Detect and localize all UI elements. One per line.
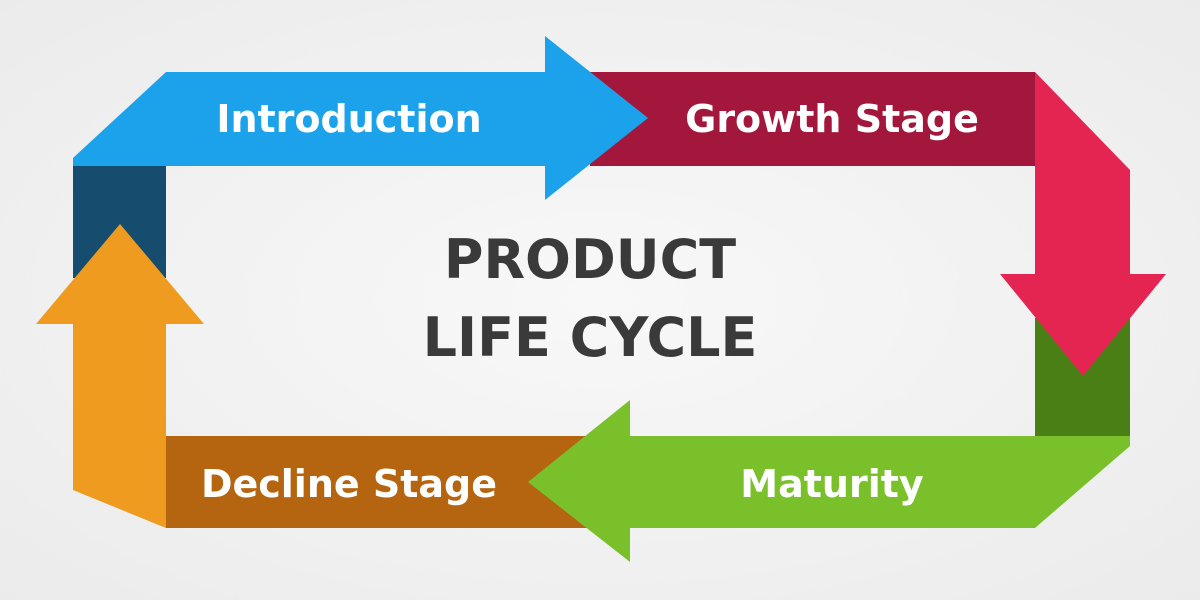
growth-vertical-segment <box>1035 72 1130 274</box>
up-arrow <box>36 224 204 324</box>
introduction-fold-segment <box>73 166 166 278</box>
introduction-arrow <box>73 36 648 200</box>
stage-label-growth: Growth Stage <box>685 97 979 141</box>
growth-band <box>590 72 1035 166</box>
maturity-arrow <box>528 400 1130 562</box>
diagram-title-line-2: LIFE CYCLE <box>423 306 758 369</box>
decline-vertical-lower <box>73 436 166 528</box>
diagram-title-line-1: PRODUCT <box>444 228 736 291</box>
decline-band <box>166 436 590 528</box>
stage-label-introduction: Introduction <box>216 97 481 141</box>
stage-label-decline: Decline Stage <box>201 462 497 506</box>
decline-vertical-segment <box>73 324 166 436</box>
maturity-fold-segment <box>1035 318 1130 436</box>
down-arrow <box>1000 274 1166 376</box>
stage-label-maturity: Maturity <box>740 462 924 506</box>
